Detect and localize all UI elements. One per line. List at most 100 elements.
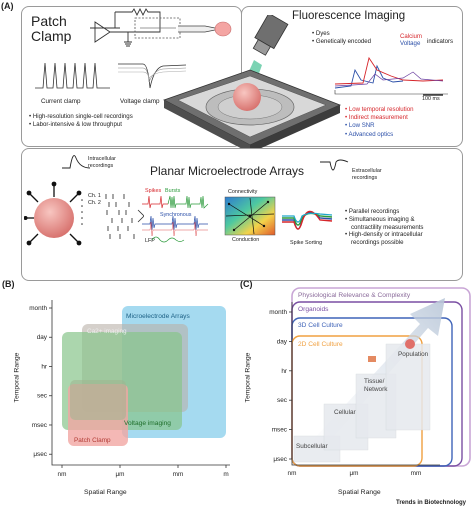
complexity-step	[385, 343, 431, 431]
network-marker	[368, 356, 376, 362]
panel-c-label: (C)	[240, 279, 253, 289]
patch-clamp-title: Patch Clamp	[31, 14, 71, 44]
patch-title-line1: Patch	[31, 13, 67, 29]
y-tick-label: hr	[281, 368, 288, 375]
x-tick-label: nm	[58, 471, 67, 478]
lfp-label: LFP	[145, 238, 155, 244]
fluorescence-title: Fluorescence Imaging	[292, 10, 406, 22]
con-item: Low SNR	[345, 122, 414, 130]
x-tick-label: μm	[349, 470, 358, 477]
mea-bullet: Parallel recordings	[345, 208, 423, 216]
extracellular-line: recordings	[352, 175, 378, 181]
ca2-region-label: Ca2+ imaging	[87, 328, 127, 335]
current-clamp-label: Current clamp	[41, 98, 81, 105]
calcium-label: Calcium	[400, 33, 423, 40]
panel-c-y-title: Temporal Range	[244, 352, 252, 403]
patch-clamp-circuit	[90, 8, 232, 47]
x-tick-label: μm	[115, 471, 124, 478]
y-tick-label: hr	[41, 363, 48, 370]
intracellular-label: Intracellular recordings	[88, 156, 116, 170]
intracellular-trace	[62, 155, 91, 169]
scale-bar-label: 100 ms	[422, 96, 440, 102]
level-label: Population	[398, 351, 429, 358]
connectivity-label: Connectivity	[228, 189, 258, 195]
fluorescence-traces	[334, 56, 448, 96]
patch-bullet: Labor-intensive & low throughput	[29, 121, 133, 129]
con-item: Low temporal resolution	[345, 106, 414, 114]
mea-bullet: High-density or intracellular	[345, 231, 423, 239]
fluorescence-dyes-list: Dyes	[312, 30, 330, 38]
panel-c-axes	[291, 302, 440, 466]
level-label: Network	[364, 386, 388, 393]
mea-title: Planar Microelectrode Arrays	[150, 164, 305, 178]
mea-region-label: Microelectrode Arrays	[126, 313, 190, 320]
panel-b-label: (B)	[2, 279, 15, 289]
extracellular-label: Extracellular recordings	[352, 168, 382, 182]
culture3d-label: 3D Cell Culture	[298, 322, 343, 329]
panel-b-axes	[51, 300, 230, 466]
panel-b-x-title: Spatial Range	[84, 489, 127, 496]
mea-chip-illustration	[162, 15, 342, 153]
x-tick-label: m	[223, 471, 228, 478]
indicators-prefix: Genetically encoded	[315, 38, 372, 45]
current-clamp-trace	[35, 62, 110, 89]
indicators-item: • Genetically encoded	[312, 38, 372, 45]
fluorescence-cons: Low temporal resolution Indirect measure…	[345, 106, 414, 139]
patch-region-label: Patch Clamp	[74, 437, 111, 444]
spike-sorting-label: Spike Sorting	[290, 240, 323, 246]
con-item: Advanced optics	[345, 131, 414, 139]
x-tick-label: mm	[173, 471, 184, 478]
conduction-label: Conduction	[232, 237, 260, 243]
panel-a-label: (A)	[1, 1, 14, 11]
spikes-label: Spikes	[145, 188, 162, 194]
synchronous-label: Synchronous	[160, 212, 192, 218]
intracellular-line: Intracellular	[88, 156, 116, 162]
indicator-types: Calcium Voltage	[400, 33, 422, 47]
voltage-region-label: Voltage imaging	[124, 420, 171, 427]
channel-1-label: Ch. 1	[88, 193, 101, 199]
y-tick-label: μsec	[273, 456, 287, 463]
patch-title-line2: Clamp	[31, 28, 72, 44]
raster-plot	[105, 194, 144, 239]
y-tick-label: msec	[272, 427, 288, 434]
bursts-label: Bursts	[165, 188, 181, 194]
x-tick-label: mm	[411, 470, 422, 477]
x-tick-label: nm	[288, 470, 297, 477]
mea-bullets: Parallel recordings Simultaneous imaging…	[345, 208, 424, 247]
channel-2-label: Ch. 2	[88, 200, 101, 206]
mea-bullet: Simultaneous imaging &	[345, 216, 423, 224]
channel-dots	[81, 199, 83, 225]
voltage-clamp-trace	[118, 63, 187, 89]
y-tick-label: day	[277, 338, 288, 345]
intracellular-line: recordings	[88, 163, 114, 169]
level-label: Tissue/	[364, 378, 385, 385]
patch-clamp-bullets: High-resolution single-cell recordings L…	[29, 113, 133, 129]
organoids-label: Organoids	[298, 306, 329, 313]
population-marker	[405, 339, 415, 349]
y-tick-label: msec	[32, 422, 48, 429]
y-tick-label: μsec	[33, 451, 47, 458]
y-tick-label: month	[269, 309, 287, 316]
voltage-clamp-label: Voltage clamp	[120, 98, 160, 105]
activity-traces	[142, 195, 209, 243]
culture2d-label: 2D Cell Culture	[298, 341, 343, 348]
cell-on-electrodes	[24, 181, 82, 246]
voltage-label: Voltage	[400, 40, 421, 47]
y-tick-label: month	[29, 305, 47, 312]
physio-label: Physiological Relevance & Complexity	[298, 292, 411, 299]
indicators-suffix: indicators	[427, 38, 454, 45]
level-label: Subcellular	[296, 443, 328, 450]
panel-b-y-title: Temporal Range	[13, 352, 21, 403]
con-item: Indirect measurement	[345, 114, 414, 122]
y-tick-label: sec	[277, 397, 288, 404]
level-label: Cellular	[334, 409, 357, 416]
mea-bullet-cont: recordings possible	[351, 239, 404, 247]
extracellular-line: Extracellular	[352, 168, 382, 174]
mea-bullet-cont: contractility measurements	[351, 223, 424, 231]
y-tick-label: day	[37, 334, 48, 341]
y-tick-label: sec	[37, 393, 48, 400]
patch-bullet: High-resolution single-cell recordings	[29, 113, 133, 121]
journal-footer: Trends in Biotechnology	[396, 500, 467, 506]
